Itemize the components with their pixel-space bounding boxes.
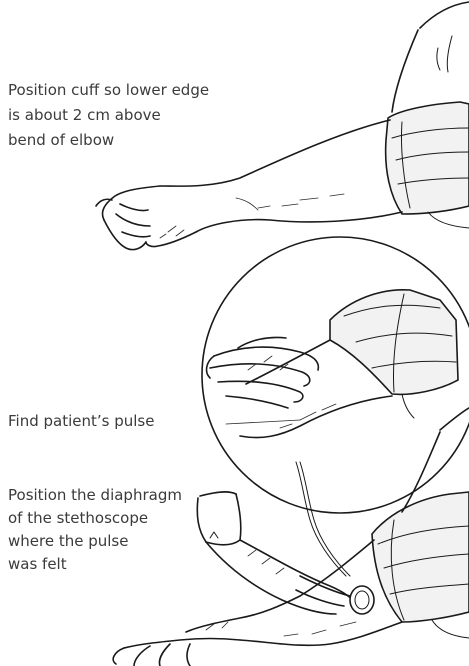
- stethoscope-diaphragm: [350, 586, 374, 614]
- caption-position-diaphragm: Position the diaphragm of the stethoscop…: [8, 484, 208, 576]
- bp-cuff-third: [372, 492, 469, 622]
- caption-position-cuff: Position cuff so lower edge is about 2 c…: [8, 78, 258, 153]
- bp-cuff: [386, 102, 469, 214]
- caption-find-pulse: Find patient’s pulse: [8, 409, 198, 434]
- pulse-inset-drawing: [202, 237, 469, 513]
